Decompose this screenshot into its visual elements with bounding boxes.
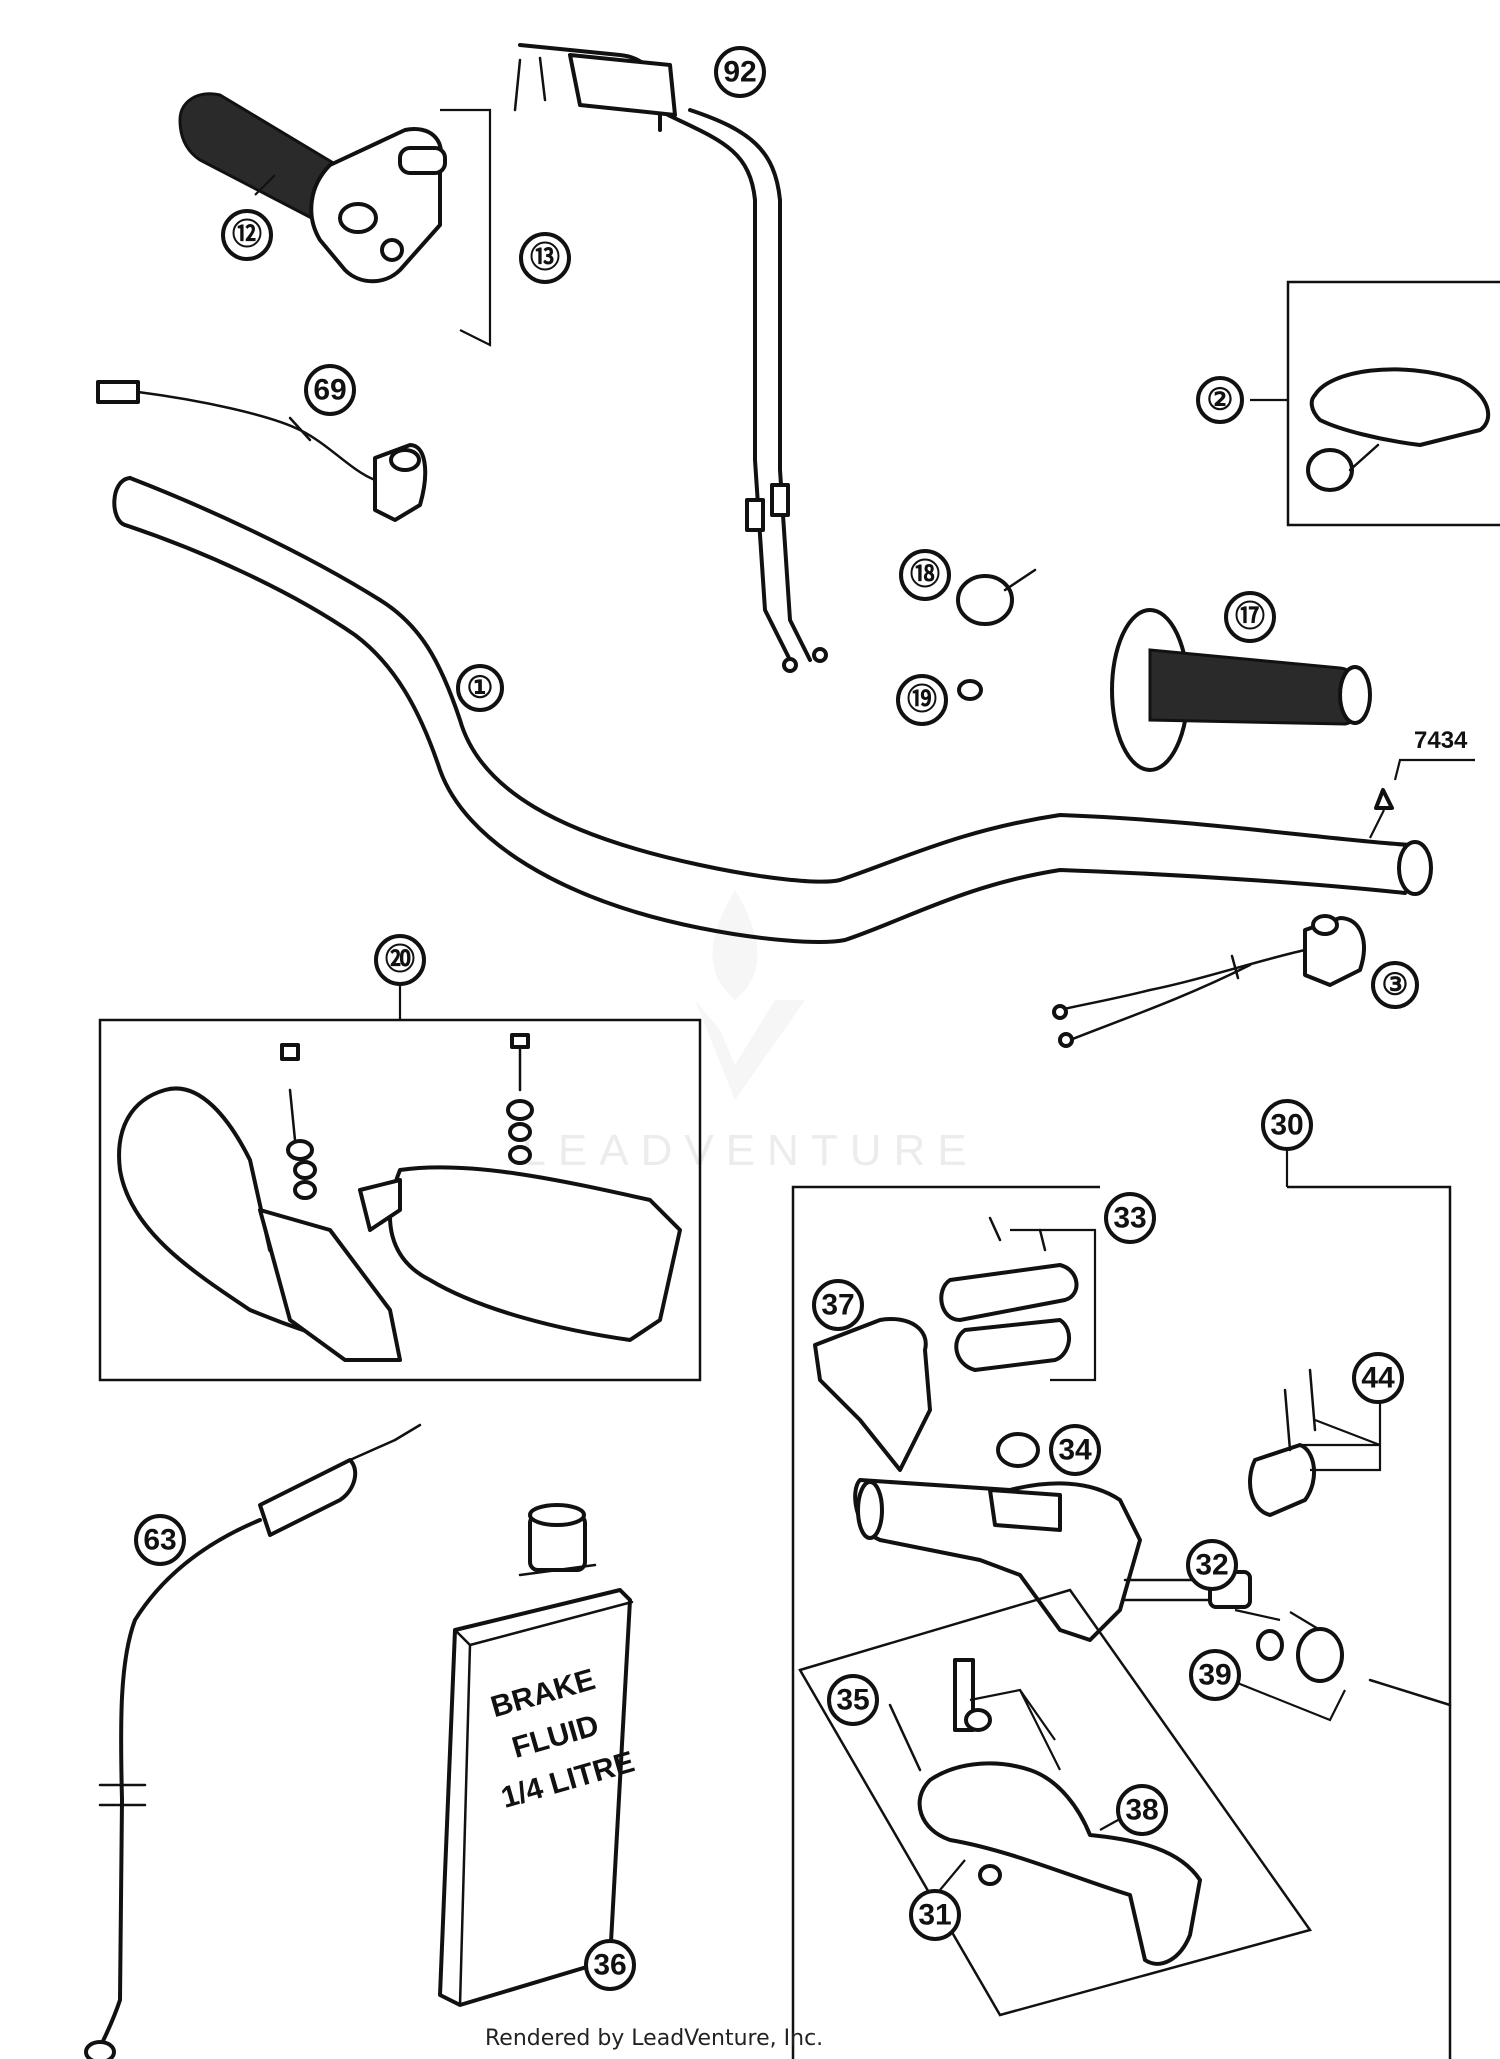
callout-44: 44	[1352, 1352, 1404, 1404]
callout-37: 37	[812, 1279, 864, 1331]
handlebar	[112, 476, 1433, 944]
callout-36: 36	[584, 1939, 636, 1991]
svg-text:⑰: ⑰	[1235, 601, 1265, 634]
label-7434: 7434	[1414, 727, 1468, 754]
master-cylinder-box	[791, 1150, 1452, 2059]
svg-text:⑫: ⑫	[232, 219, 262, 252]
left-grip	[1110, 608, 1372, 772]
callout-32: 32	[1186, 1539, 1238, 1591]
svg-text:⑬: ⑬	[530, 242, 560, 275]
svg-text:③: ③	[1382, 969, 1409, 1002]
speedometer-cable	[84, 1423, 422, 2059]
svg-text:①: ①	[467, 672, 494, 705]
svg-text:92: 92	[723, 56, 756, 89]
credit-text: Rendered by LeadVenture, Inc.	[485, 2026, 823, 2051]
svg-text:38: 38	[1125, 1794, 1158, 1827]
watermark-logo	[695, 890, 805, 1100]
svg-text:39: 39	[1198, 1659, 1231, 1692]
cable-tie	[956, 568, 1037, 626]
callout-1: ①	[456, 664, 504, 712]
callout-63: 63	[134, 1514, 186, 1566]
svg-text:32: 32	[1195, 1549, 1228, 1582]
svg-text:44: 44	[1361, 1362, 1395, 1395]
callout-20: ⑳	[374, 934, 426, 986]
throttle-housing	[309, 108, 492, 347]
svg-text:⑲: ⑲	[907, 684, 937, 717]
start-switch	[1052, 914, 1366, 1048]
callout-30: 30	[1261, 1099, 1313, 1151]
callout-13: ⑬	[519, 232, 571, 284]
handguard-box	[98, 985, 702, 1382]
svg-text:63: 63	[143, 1524, 176, 1557]
nut	[957, 679, 983, 701]
callout-19: ⑲	[896, 674, 948, 726]
svg-text:31: 31	[918, 1899, 951, 1932]
kill-switch	[96, 380, 428, 522]
callout-35: 35	[827, 1674, 879, 1726]
callout-18: ⑱	[899, 549, 951, 601]
callout-39: 39	[1189, 1649, 1241, 1701]
callout-69: 69	[304, 364, 356, 416]
throttle-cables	[513, 43, 828, 673]
callout-38: 38	[1116, 1784, 1168, 1836]
svg-text:37: 37	[821, 1289, 854, 1322]
svg-text:②: ②	[1207, 384, 1234, 417]
bar-pad-box	[1250, 280, 1500, 527]
svg-text:36: 36	[593, 1949, 626, 1982]
callout-12: ⑫	[221, 209, 273, 261]
callout-17: ⑰	[1224, 591, 1276, 643]
svg-text:⑳: ⑳	[385, 944, 415, 977]
watermark-text: LEADVENTURE	[521, 1126, 978, 1175]
callout-31: 31	[909, 1889, 961, 1941]
callout-33: 33	[1104, 1192, 1156, 1244]
callout-2: ②	[1196, 376, 1244, 424]
svg-text:35: 35	[836, 1684, 869, 1717]
svg-text:⑱: ⑱	[910, 559, 940, 592]
svg-text:30: 30	[1270, 1109, 1303, 1142]
svg-text:69: 69	[313, 374, 346, 407]
svg-text:34: 34	[1058, 1434, 1092, 1467]
callout-34: 34	[1049, 1424, 1101, 1476]
svg-text:33: 33	[1113, 1202, 1146, 1235]
rivet-7434	[1369, 758, 1475, 839]
callout-3: ③	[1371, 961, 1419, 1009]
callout-92: 92	[714, 46, 766, 98]
